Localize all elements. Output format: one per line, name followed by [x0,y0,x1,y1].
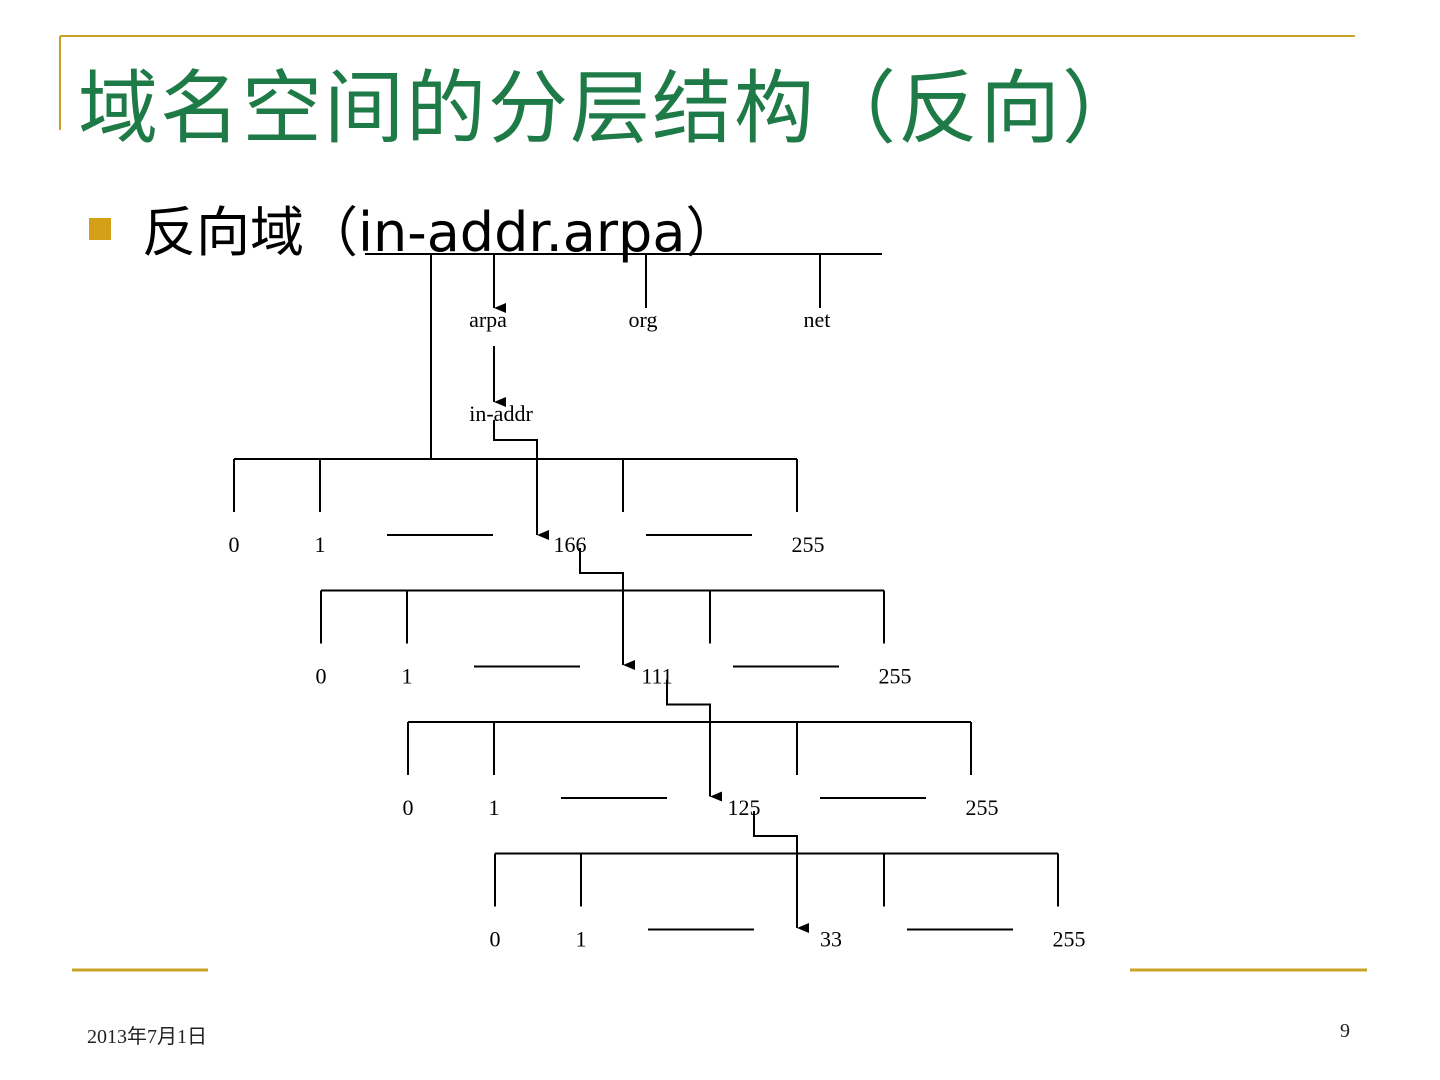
level-3-label: 0 [403,795,414,820]
level-4-label: 0 [490,927,501,952]
bullet-icon [89,218,111,240]
level-2-label: 1 [402,664,413,689]
slide-title: 域名空间的分层结构（反向） [78,62,1144,155]
level-3-label: 1 [489,795,500,820]
label-org: org [629,307,658,332]
arrow-to-level-3 [666,679,722,802]
label-arpa: arpa [469,307,507,332]
level-1-label: 0 [229,532,240,557]
level-4-label: 255 [1053,927,1086,952]
level-1-label: 255 [792,532,825,557]
level-4-label: 33 [820,927,842,952]
level-1-label: 1 [315,532,326,557]
footer-date: 2013年7月1日 [87,1026,207,1048]
level-2-label: 0 [316,664,327,689]
page-number: 9 [1340,1020,1350,1042]
level-4-label: 1 [576,927,587,952]
arrow-to-level-2 [579,548,635,670]
level-1-label: 166 [554,532,587,557]
label-net: net [804,307,831,332]
level-3-label: 125 [728,795,761,820]
arrow-to-166 [493,420,549,540]
level-2-label: 255 [879,664,912,689]
arrow-to-level-4 [753,811,809,933]
label-in-addr: in-addr [469,401,533,426]
level-3-label: 255 [966,795,999,820]
